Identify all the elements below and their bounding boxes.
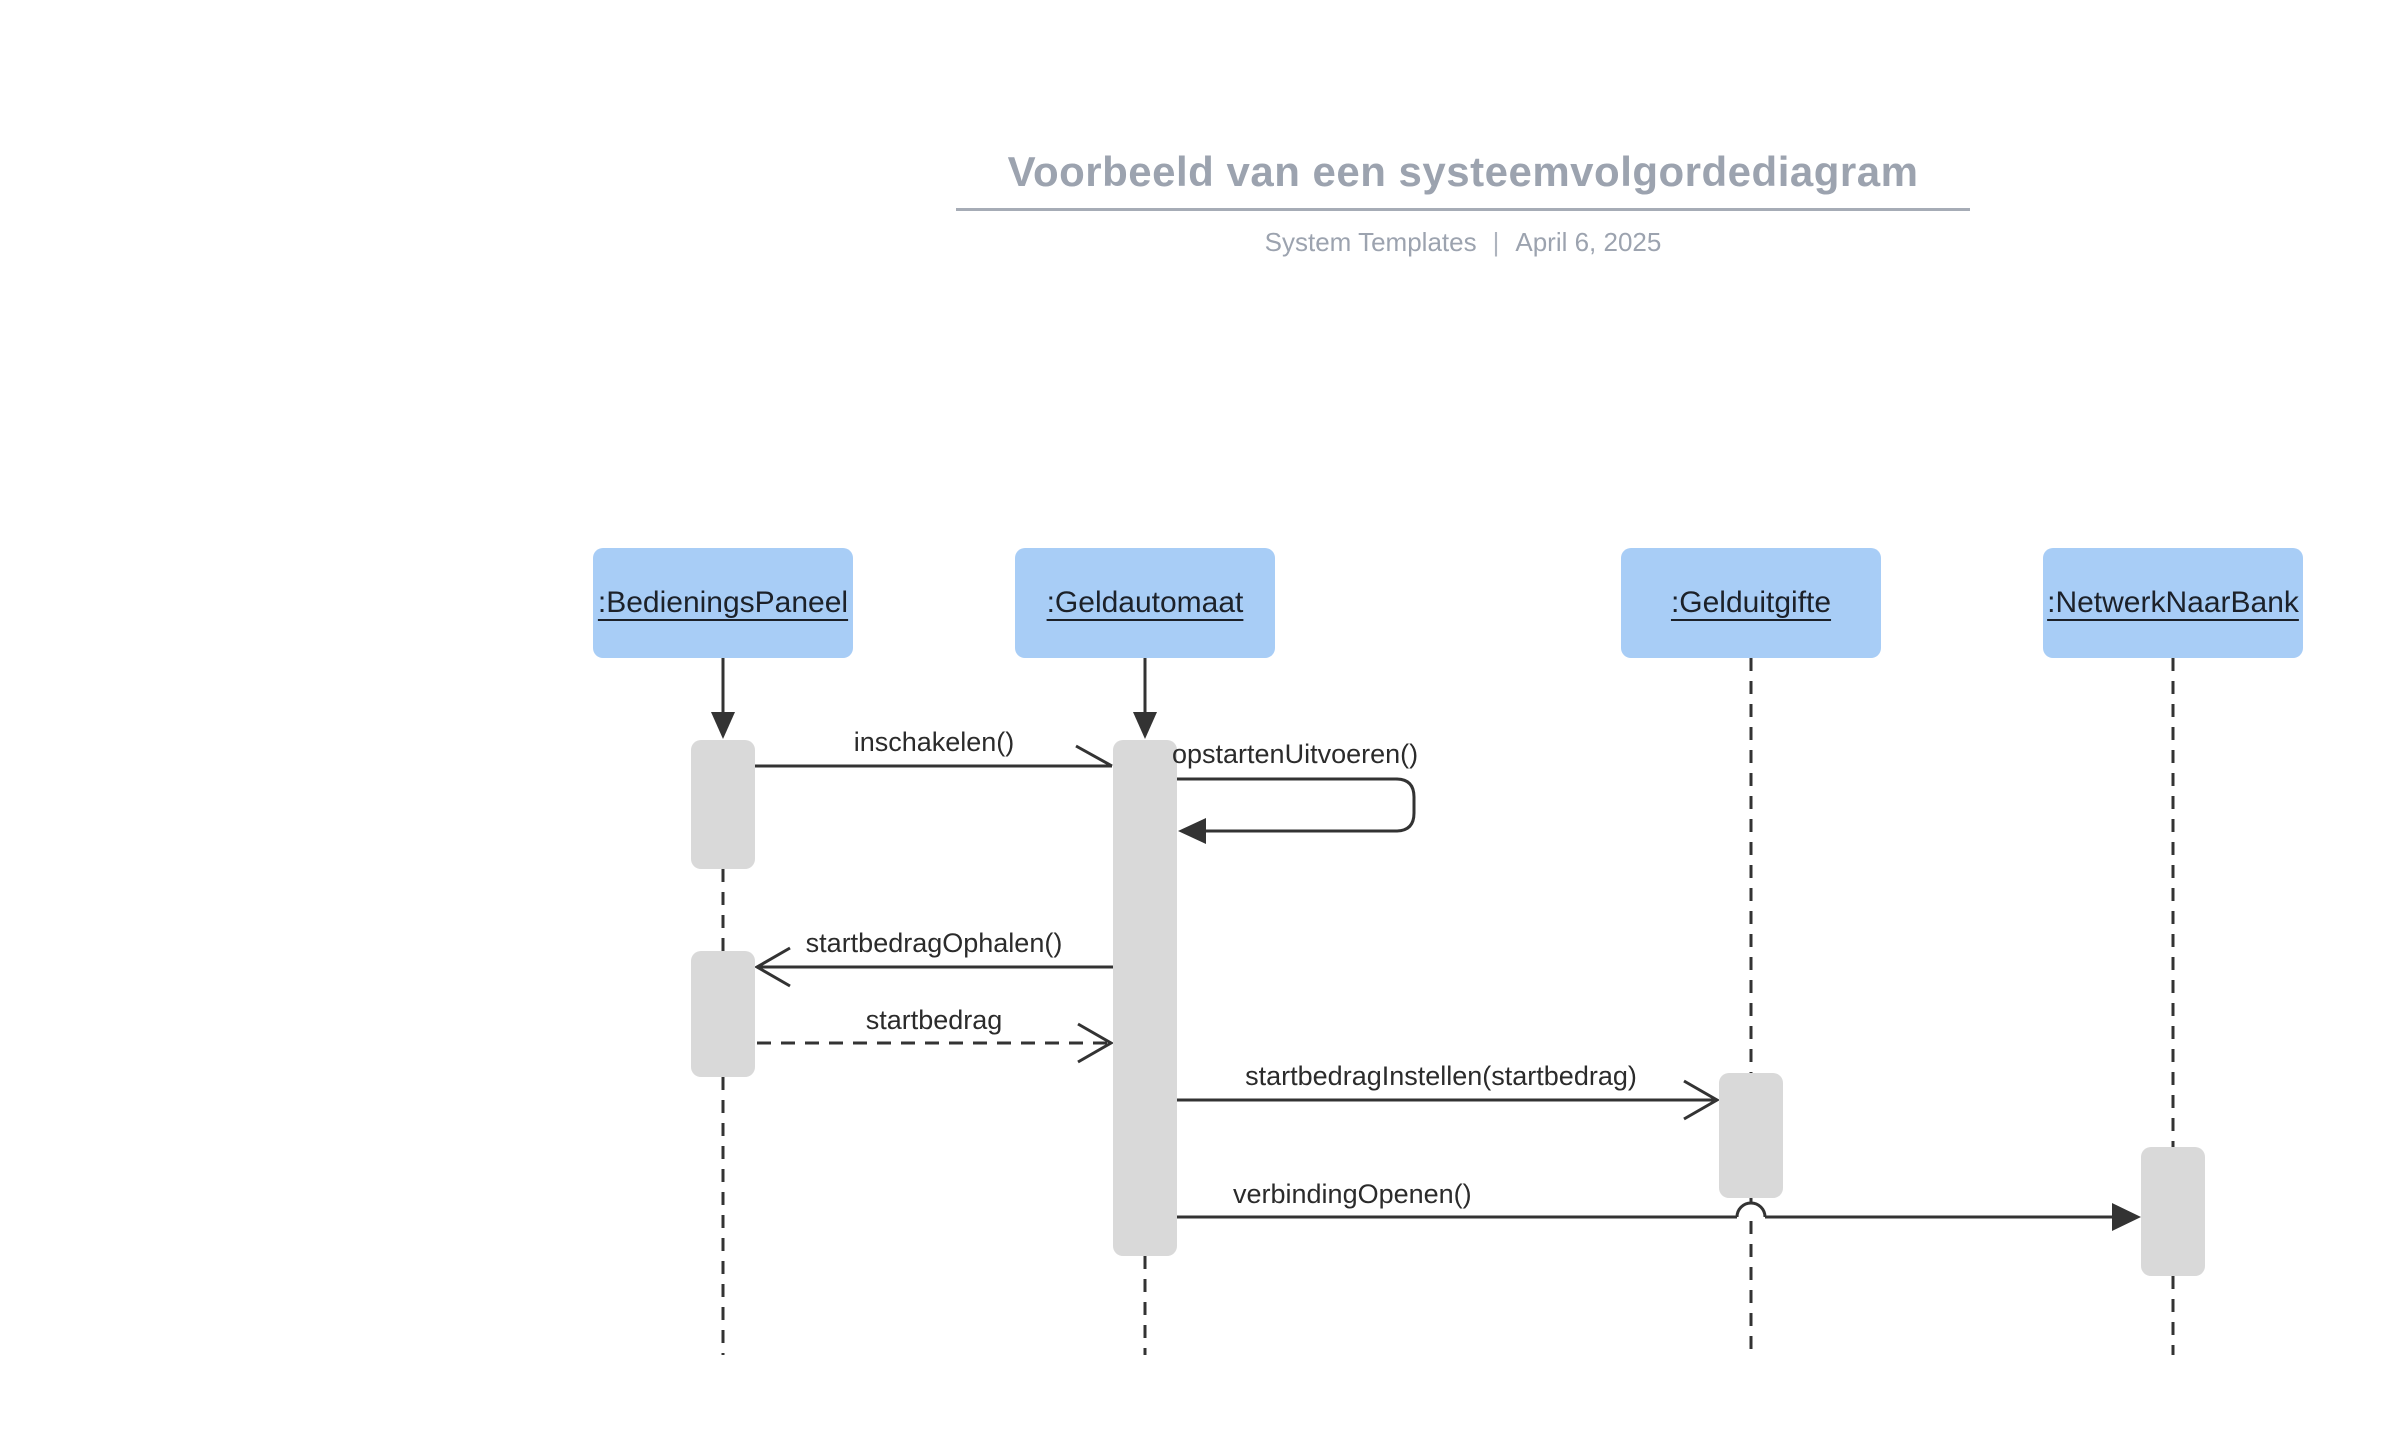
actor-label-netwerknaarbank: :NetwerkNaarBank <box>2047 586 2299 619</box>
activation-bar-netwerknaarbank <box>2141 1147 2205 1276</box>
actor-box-netwerknaarbank: :NetwerkNaarBank <box>2043 548 2303 658</box>
message-arrow-opstarten-uitvoeren-self <box>1177 777 1416 844</box>
diagram-header: Voorbeeld van een systeemvolgordediagram… <box>956 148 1970 258</box>
activation-bar-gelduitgifte <box>1719 1073 1783 1198</box>
message-label-startbedrag-instellen: startbedragInstellen(startbedrag) <box>1245 1061 1637 1091</box>
message-label-verbinding-openen: verbindingOpenen() <box>1233 1179 1472 1209</box>
message-arrow-startbedrag-ophalen <box>753 946 1113 988</box>
message-label-inschakelen: inschakelen() <box>853 727 1015 757</box>
message-arrow-verbinding-openen <box>1177 1201 2141 1231</box>
actor-box-geldautomaat: :Geldautomaat <box>1015 548 1275 658</box>
activation-arrow-bedieningspaneel <box>711 658 735 739</box>
diagram-meta: System Templates | April 6, 2025 <box>956 227 1970 258</box>
activation-bar-bedieningspaneel-2 <box>691 951 755 1077</box>
meta-source: System Templates <box>1264 227 1477 257</box>
message-label-startbedrag-ophalen: startbedragOphalen() <box>805 928 1063 958</box>
actor-label-geldautomaat: :Geldautomaat <box>1046 586 1244 619</box>
actor-label-bedieningspaneel: :BedieningsPaneel <box>597 586 849 619</box>
message-arrow-inschakelen <box>755 744 1113 768</box>
message-arrow-startbedrag-return <box>757 1022 1115 1064</box>
message-label-opstarten-uitvoeren: opstartenUitvoeren() <box>1172 739 1419 769</box>
activation-arrow-geldautomaat <box>1133 658 1157 739</box>
meta-date: April 6, 2025 <box>1515 227 1662 257</box>
message-label-startbedrag: startbedrag <box>865 1005 1003 1035</box>
activation-bar-bedieningspaneel-1 <box>691 740 755 869</box>
message-arrow-startbedrag-instellen <box>1177 1079 1721 1121</box>
activation-bar-geldautomaat <box>1113 740 1177 1256</box>
meta-separator: | <box>1492 227 1500 257</box>
actor-box-bedieningspaneel: :BedieningsPaneel <box>593 548 853 658</box>
actor-box-gelduitgifte: :Gelduitgifte <box>1621 548 1881 658</box>
title-divider <box>956 208 1970 211</box>
actor-label-gelduitgifte: :Gelduitgifte <box>1670 586 1832 619</box>
diagram-title: Voorbeeld van een systeemvolgordediagram <box>1007 148 1919 195</box>
